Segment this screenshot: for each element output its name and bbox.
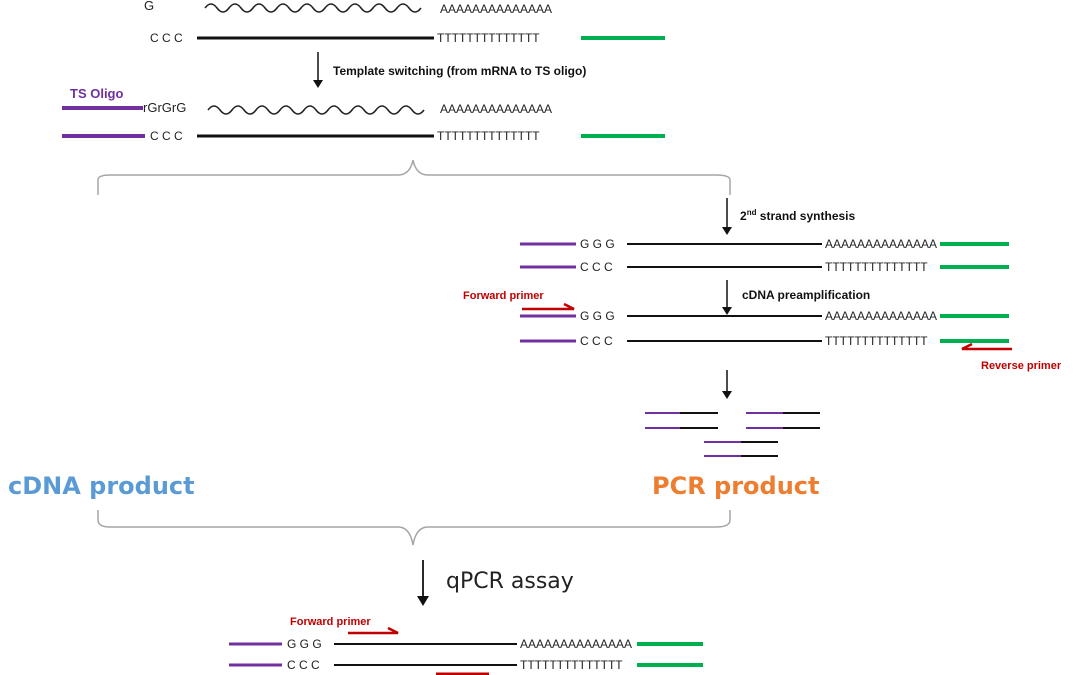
polyT-a: TTTTTTTTTTTTTT <box>825 260 928 274</box>
bottom-ggg: G G G <box>287 637 322 651</box>
top-fragment-g: G <box>144 0 154 13</box>
forward-primer-arrow <box>522 302 575 311</box>
bottom-ccc: C C C <box>287 658 320 672</box>
top-polyA-1: AAAAAAAAAAAAAA <box>440 2 552 16</box>
forward-primer-label: Forward primer <box>463 290 544 302</box>
mrna-wavy-line-2 <box>207 105 425 115</box>
step-template-switching-label: Template switching (from mRNA to TS olig… <box>333 64 586 78</box>
down-arrow-5-head <box>417 596 429 606</box>
ccc-b: C C C <box>580 334 613 348</box>
polyT-b: TTTTTTTTTTTTTT <box>825 334 928 348</box>
step-preamplification-label: cDNA preamplification <box>742 288 870 302</box>
bottom-polyA: AAAAAAAAAAAAAA <box>520 637 632 651</box>
ggg-b: G G G <box>580 309 615 323</box>
bottom-polyT: TTTTTTTTTTTTTT <box>520 658 623 672</box>
down-arrow-3-head <box>722 307 732 315</box>
amplified-fragments <box>645 412 820 457</box>
ggg-a: G G G <box>580 237 615 251</box>
reverse-primer-label: Reverse primer <box>981 360 1062 372</box>
polyA-b: AAAAAAAAAAAAAA <box>825 309 937 323</box>
pcr-product-label: PCR product <box>652 472 820 500</box>
mrna-wavy-line-1 <box>204 3 422 13</box>
top-ccc-2: C C C <box>150 129 183 143</box>
ccc-a: C C C <box>580 260 613 274</box>
cdna-product-label: cDNA product <box>8 472 195 500</box>
qpcr-assay-label: qPCR assay <box>446 569 574 594</box>
down-arrow-2-head <box>722 227 732 235</box>
top-polyT-1: TTTTTTTTTTTTTT <box>437 31 540 45</box>
down-arrow-4-head <box>722 391 732 399</box>
top-polyT-2: TTTTTTTTTTTTTT <box>437 129 540 143</box>
reverse-primer-arrow <box>961 342 1012 351</box>
down-arrow-1-head <box>313 80 323 88</box>
top-ccc-1: C C C <box>150 31 183 45</box>
step-second-strand-label: 2nd strand synthesis <box>740 208 855 223</box>
ts-oligo-label: TS Oligo <box>70 86 124 101</box>
bottom-forward-primer-label: Forward primer <box>290 616 371 628</box>
top-polyA-2: AAAAAAAAAAAAAA <box>440 102 552 116</box>
rgrgrg-text: rGrGrG <box>143 100 186 115</box>
bottom-bracket <box>97 510 731 546</box>
top-bracket <box>97 159 731 195</box>
polyA-a: AAAAAAAAAAAAAA <box>825 237 937 251</box>
bottom-forward-primer-arrow <box>348 626 399 635</box>
